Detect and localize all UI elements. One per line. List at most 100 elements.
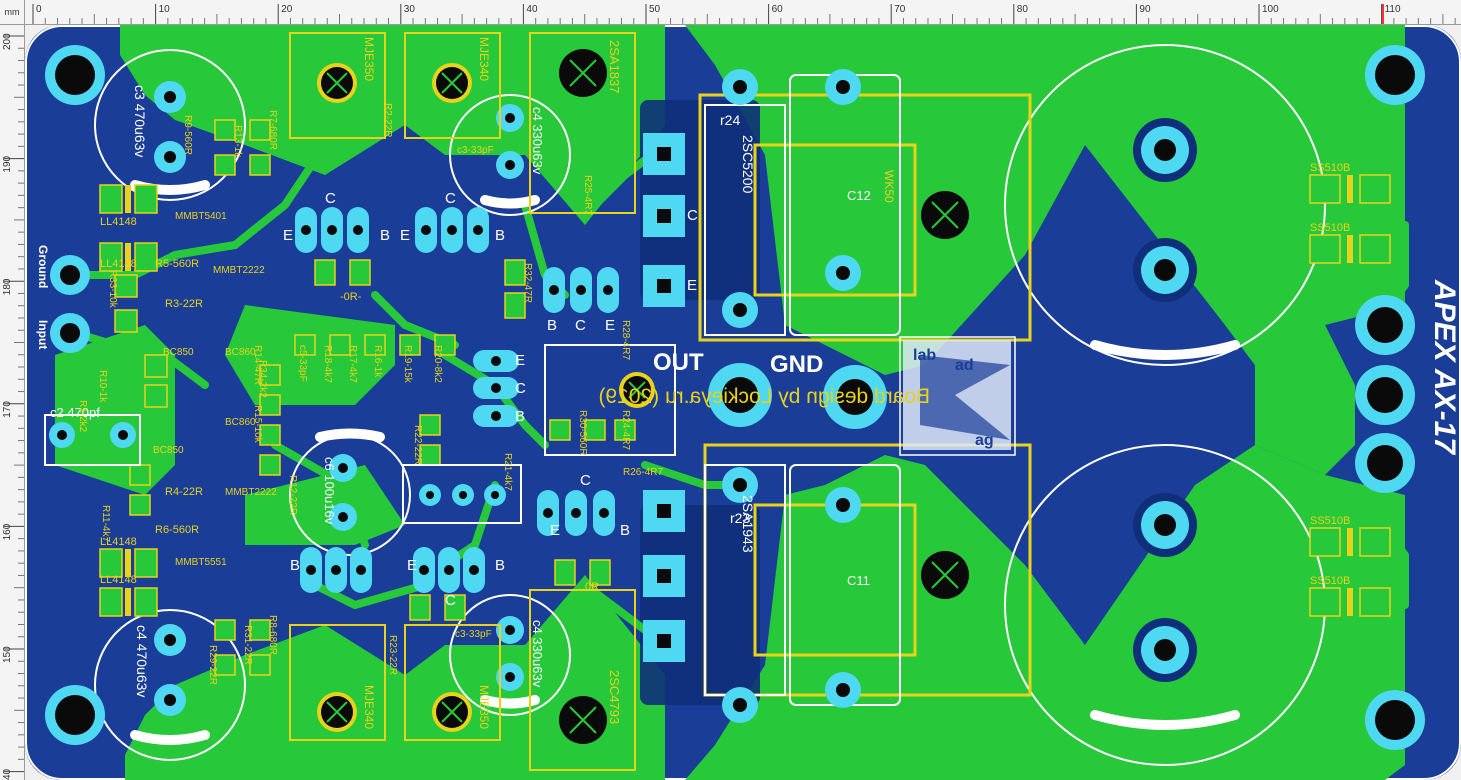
resistor-label: R17-4k7	[347, 345, 358, 383]
pin-letter: C	[687, 207, 698, 224]
pin-letter: E	[400, 227, 410, 244]
capacitor-polarity-stripes	[130, 180, 1240, 745]
designer-credit: Board design by Lockieya.ru (2019)	[598, 385, 930, 408]
resistor-label: r23	[730, 510, 750, 526]
ruler-x-label: 30	[404, 4, 416, 15]
pin-letter-labels: E C B B C E B C E E C B B C E E C B B C …	[283, 190, 698, 609]
resistor-label: R9-560R	[182, 115, 193, 155]
logo-text-2: ad	[955, 357, 974, 374]
heatsink-screw-holes	[317, 49, 969, 744]
ground-label: Ground	[36, 245, 50, 288]
transistor-top-label: 2SC5200	[740, 135, 756, 194]
resistor-label: R23-22R	[387, 635, 398, 675]
resistor-label: R24-4R7	[620, 410, 631, 450]
transistor-bot-label: 2SA1943	[740, 495, 756, 553]
resistor-label: R2-22R	[382, 103, 393, 137]
out-label: OUT	[653, 349, 704, 376]
pin-letter: E	[550, 522, 560, 539]
resistor-label: r24	[720, 112, 740, 128]
ruler-x-label: 0	[36, 4, 42, 15]
resistor-label: R3-22R	[165, 298, 203, 310]
resistor-label: R19-15k	[402, 345, 413, 384]
transistor-upper2-label: 2SC4793	[607, 670, 622, 724]
mje-2-label: MJE340	[477, 37, 491, 81]
cap-c2-label: c2 470pf	[50, 405, 100, 420]
ruler-x-label: 60	[772, 4, 784, 15]
power-input-pads[interactable]	[1355, 295, 1415, 493]
ll-a-label: LL4148	[100, 216, 137, 228]
small-outlines	[44, 336, 1016, 524]
cap-c4-left-label: c4 470u63v	[134, 625, 150, 697]
bc-d-label: BC860	[225, 417, 256, 428]
to92-holes	[301, 225, 613, 575]
mje-1-label: MJE350	[362, 37, 376, 81]
mmbt-c-label: MMBT2222	[213, 265, 265, 276]
resistor-label: R16-1k	[372, 345, 383, 378]
resistor-label: R34-2k2	[257, 360, 268, 398]
resistor-label: R6-560R	[155, 524, 199, 536]
mmbt-b-label: MMBT5551	[175, 557, 227, 568]
transistor-upper-label: 2SA1837	[607, 40, 622, 94]
resistor-label: R32-47R	[522, 263, 533, 303]
board-labels: Ground Input OUT GND APEX AX-17 Board de…	[36, 245, 1461, 455]
ll-b-label: LL4148	[100, 258, 137, 270]
ruler-x-label: 10	[159, 4, 171, 15]
pin-letter: E	[515, 352, 525, 369]
resistor-label: R22-22R	[412, 425, 423, 465]
ruler-y-label: 170	[2, 401, 13, 418]
ss-d-label: SS510B	[1310, 575, 1350, 587]
pin-letter: C	[445, 190, 456, 207]
bc-a-label: BC850	[163, 347, 194, 358]
pin-letter: B	[495, 557, 505, 574]
ll-c-label: LL4148	[100, 536, 137, 548]
pin-letter: C	[445, 592, 456, 609]
bc-b-label: BC850	[153, 445, 184, 456]
resistor-label: R14-47R	[252, 345, 263, 385]
ruler-x-label: 100	[1262, 4, 1279, 15]
resistor-label: R20-8k2	[432, 345, 443, 383]
resistor-label: R4-22R	[165, 486, 203, 498]
cap-c3-33pf-bot-label: c3-33pF	[455, 629, 492, 640]
ruler-y-label: 200	[2, 33, 13, 50]
ruler-y-label: 180	[2, 278, 13, 295]
resistor-label: R7-680R	[267, 110, 278, 150]
ruler-x-label: 80	[1017, 4, 1029, 15]
mounting-holes	[45, 45, 1425, 750]
pin-letter: B	[547, 317, 557, 334]
pcb-board-canvas[interactable]: Ground Input OUT GND APEX AX-17 Board de…	[25, 25, 1461, 780]
signal-input-pads[interactable]	[50, 255, 90, 353]
resistor-label: R1-2k2	[77, 400, 88, 433]
to247-pads[interactable]	[643, 133, 685, 662]
mmbt-d-label: MMBT2222	[225, 487, 277, 498]
mje-4-label: MJE350	[477, 685, 491, 729]
pin-letter: E	[283, 227, 293, 244]
cap-c3-label: c3 470u63v	[132, 85, 148, 157]
trimmer-pads[interactable]	[419, 484, 506, 506]
ss-b-label: SS510B	[1310, 222, 1350, 234]
round-pads[interactable]	[49, 69, 861, 723]
ruler-y-label: 140	[2, 768, 13, 780]
resistor-label: R15-10k	[252, 405, 263, 444]
resistor-label: R33-10k	[107, 270, 118, 309]
ruler-y-label: 190	[2, 155, 13, 172]
smd-pads[interactable]	[99, 119, 1391, 676]
pin-letter: C	[515, 380, 526, 397]
trimmer-label: WK50	[882, 170, 896, 203]
ruler-x-label: 70	[894, 4, 906, 15]
cap-c3-33pf-top-label: c3-33pF	[457, 145, 494, 156]
electrolytic-pads[interactable]	[1133, 118, 1197, 682]
pin-letter: E	[605, 317, 615, 334]
ruler-y-label: 150	[2, 646, 13, 663]
resistor-label: R25-4R7	[582, 175, 593, 215]
resistor-label: R13-1k	[232, 125, 243, 158]
pin-letter: C	[575, 317, 586, 334]
diode-cathode-bars	[125, 175, 1353, 616]
resistor-label: R21-4k7	[502, 453, 513, 491]
ruler-x-label: 110	[1385, 4, 1401, 15]
ss-c-label: SS510B	[1310, 515, 1350, 527]
cap-c12-label: C12	[847, 188, 871, 203]
resistor-label: R28-4R7	[620, 320, 631, 360]
cap-c6-label: c6 100u16v	[322, 457, 337, 525]
pin-letter: B	[515, 408, 525, 425]
